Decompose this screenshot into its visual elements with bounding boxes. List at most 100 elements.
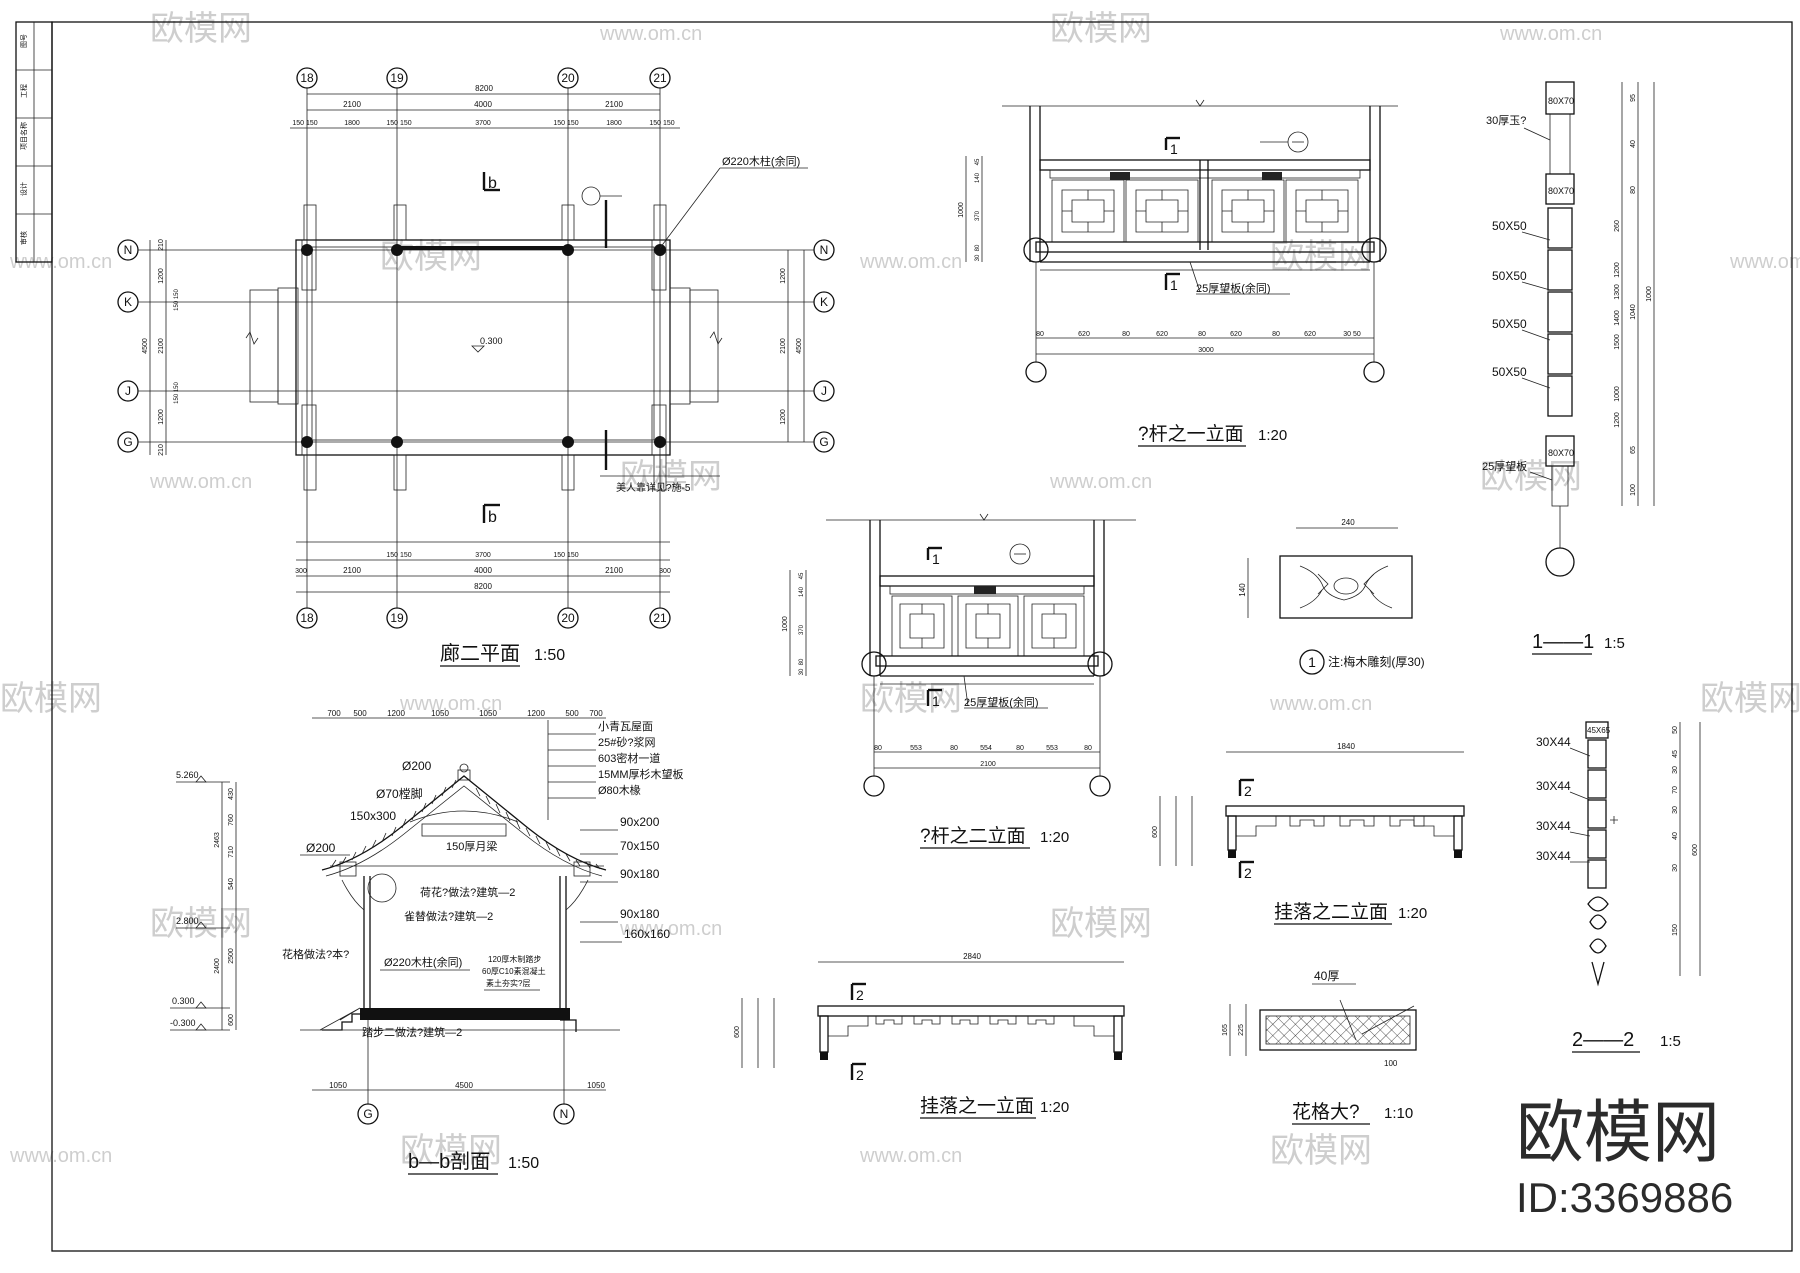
section-note: 90x180 [620, 907, 660, 921]
dim-text: 620 [1304, 331, 1316, 338]
plan-axis-right: N K J G [813, 239, 835, 453]
dim-text: 2100 [158, 338, 165, 354]
dim-text: 2500 [228, 948, 235, 964]
section-label: 花格做法?本? [282, 947, 349, 961]
section-notes-right: 小青瓦屋面 25#砂?浆网 603密材一道 15MM厚杉木望板 Ø80木椽 90… [547, 720, 684, 943]
dim-text: 370 [975, 210, 981, 221]
level-text: 2.800 [176, 916, 199, 926]
dim-text: 1000 [1614, 386, 1621, 402]
hang-2-scale: 1:20 [1398, 905, 1427, 922]
dim-text: 65 [1630, 446, 1637, 454]
dim-text: 540 [228, 878, 235, 890]
section-mark-label: 1 [1170, 141, 1178, 157]
brand-id: ID:3369886 [1516, 1174, 1733, 1221]
section-mark-label: 2 [1244, 783, 1252, 799]
section-note: 25#砂?浆网 [598, 735, 655, 749]
title-block: 图号 工程 项目名称 设计 审核 [15, 21, 53, 263]
hang-1-view: 2840 2 2 600 挂落之一立面 1:20 [734, 952, 1125, 1119]
dim-text: 80 [1016, 745, 1024, 752]
section-mark-label: 1 [1170, 277, 1178, 293]
watermark-brand: 欧模网 [150, 10, 252, 48]
dim-text: 2840 [963, 952, 981, 961]
dim-text: 150 150 [386, 552, 411, 559]
dim-text: 4500 [142, 338, 149, 354]
dim-text: 150 150 [553, 552, 578, 559]
watermark-brand: 欧模网 [0, 680, 102, 718]
dim-text: 30 [1672, 864, 1679, 872]
dim-text: 300 [295, 568, 307, 575]
section-note: 150x300 [350, 809, 396, 823]
dim-text: 4000 [474, 566, 492, 575]
carving-detail: 240 140 1 注:梅木雕刻(厚30) [1238, 518, 1425, 675]
flower-note: 40厚 [1314, 969, 1339, 983]
section-mark-label: 1 [932, 551, 940, 567]
title-block-cell: 项目名称 [19, 122, 28, 150]
dim-text: 500 [353, 709, 367, 718]
watermark-brand: 欧模网 [1480, 458, 1582, 496]
member-label: 30厚玉? [1486, 114, 1526, 127]
dim-text: 1000 [782, 616, 789, 632]
dim-text: 80 [799, 658, 805, 665]
dim-text: 150 150 [174, 382, 180, 404]
watermark-url: www.om.cn [599, 23, 702, 45]
dim-text: 140 [975, 172, 981, 183]
dim-text: 620 [1230, 331, 1242, 338]
dim-text: 1200 [780, 409, 787, 425]
member-label: 25厚望板 [1482, 459, 1527, 473]
section-label: 雀替做法?建筑—2 [404, 909, 493, 923]
section-note: 603密材一道 [598, 751, 660, 765]
dim-text: 2100 [605, 566, 623, 575]
detail-note: 注:梅木雕刻(厚30) [1328, 654, 1425, 669]
section-1-1-scale: 1:5 [1604, 635, 1625, 652]
dim-text: 80 [950, 745, 958, 752]
section-note: Ø70樘脚 [376, 786, 423, 801]
section-1-1-view: 30厚玉? 80X70 80X70 50X50 50X50 50X50 50X5… [1482, 81, 1655, 655]
dim-text: 150 [1672, 924, 1679, 936]
plan-column-note: Ø220木柱(余同) [722, 154, 800, 168]
plan-axis-left: N K J G [117, 239, 139, 453]
dim-text: 600 [734, 1026, 741, 1038]
dim-text: 1800 [344, 120, 360, 127]
section-1-1-title: 1——1 [1532, 631, 1594, 653]
dim-text: 4500 [455, 1081, 473, 1090]
dim-text: 260 [1614, 220, 1621, 232]
sheet-border [51, 21, 1793, 1252]
dim-text: 150 150 [292, 120, 317, 127]
section-label: Ø220木柱(余同) [384, 955, 462, 969]
dim-text: 8200 [475, 84, 493, 93]
section-mark-label: b [488, 509, 497, 526]
axis-label: J [821, 384, 827, 398]
dim-text: 1200 [780, 268, 787, 284]
dim-text: 1200 [158, 409, 165, 425]
dim-text: 1050 [431, 709, 449, 718]
watermark-url: www.om.cn [1499, 23, 1602, 45]
section-2-2-title: 2——2 [1572, 1029, 1634, 1051]
section-note: 90x180 [620, 867, 660, 881]
dim-text: 3700 [475, 120, 491, 127]
dim-text: 1200 [1614, 262, 1621, 278]
dim-text: 2400 [214, 958, 221, 974]
dim-text: 370 [799, 624, 805, 635]
plan-scale: 1:50 [534, 647, 565, 664]
dim-text: 1500 [1614, 334, 1621, 350]
dim-text: 80 [874, 745, 882, 752]
watermark-url: www.om.cn [149, 471, 252, 493]
watermark-brand: 欧模网 [860, 680, 962, 718]
axis-label: 20 [561, 71, 575, 85]
dim-text: 1800 [606, 120, 622, 127]
dim-text: 1000 [958, 202, 965, 218]
dim-text: 554 [980, 745, 992, 752]
watermark-url: www.om.cn [859, 251, 962, 273]
brand-logo-text: 欧模网 [1516, 1094, 1720, 1173]
section-label: 素土夯实?层 [486, 978, 530, 988]
axis-label: N [560, 1107, 569, 1121]
watermark-brand: 欧模网 [1050, 10, 1152, 48]
dim-text: 430 [228, 788, 235, 800]
member-label: 30X44 [1536, 849, 1571, 863]
dim-text: 80 [1036, 331, 1044, 338]
dim-text: 1300 [1614, 284, 1621, 300]
railing-2-scale: 1:20 [1040, 829, 1069, 846]
dim-text: 1050 [479, 709, 497, 718]
dim-text: 30 [799, 668, 805, 675]
dim-text: 140 [799, 586, 805, 597]
